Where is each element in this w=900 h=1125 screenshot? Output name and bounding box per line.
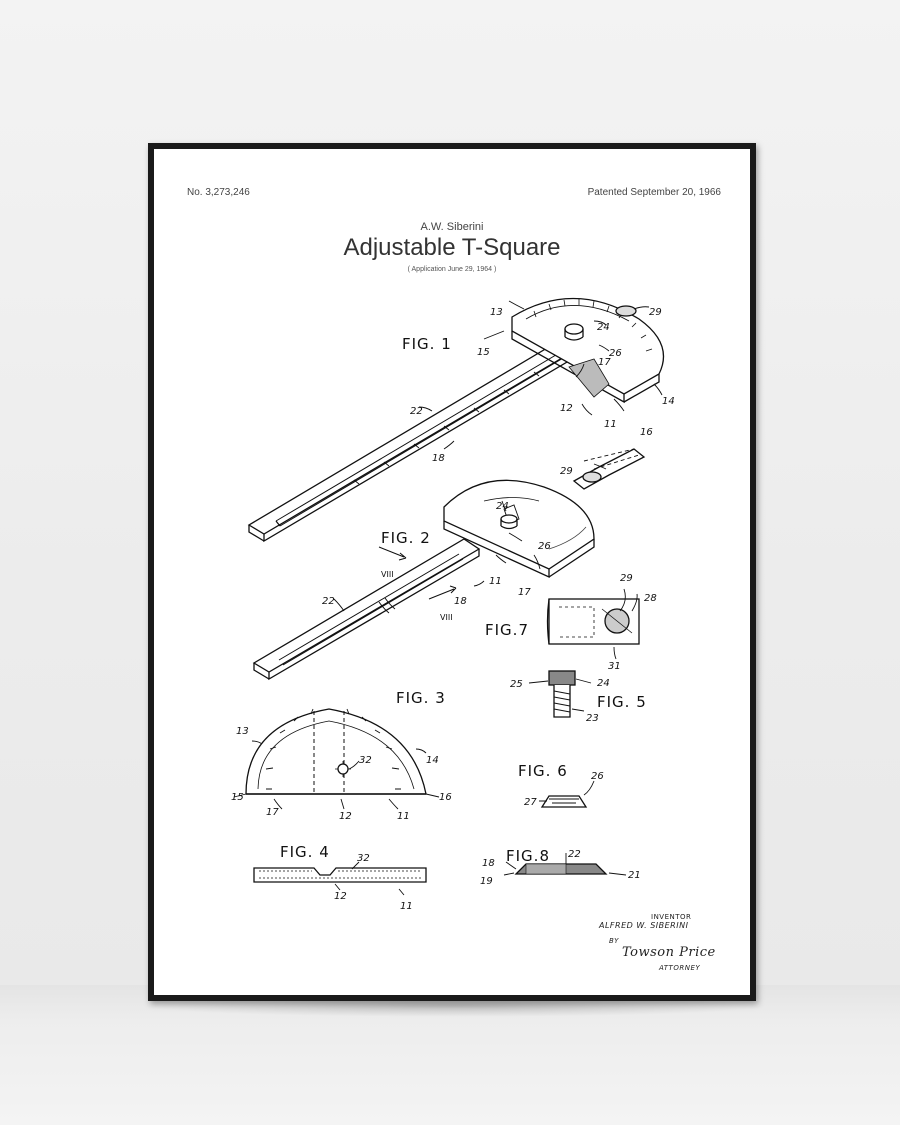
- fig4-drawing: [253, 861, 427, 896]
- ref-29-fig2: 29: [560, 466, 573, 477]
- fig6-label: FIG. 6: [518, 762, 568, 780]
- ref-11-fig2: 11: [489, 576, 502, 587]
- ref-viii-bottom: VIII: [440, 613, 453, 622]
- patent-date: Patented September 20, 1966: [587, 187, 721, 198]
- inventor-signature: ALFRED W. SIBERINI: [599, 921, 689, 930]
- ref-26-fig2: 26: [538, 541, 551, 552]
- fig8-label: FIG.8: [506, 847, 550, 865]
- ref-12-fig3: 12: [339, 811, 352, 822]
- inventor-name: A.W. Siberini: [420, 221, 484, 233]
- poster-title: Adjustable T-Square: [343, 234, 561, 261]
- fig6-drawing: [539, 780, 595, 808]
- ref-12-fig4: 12: [334, 891, 347, 902]
- inventor-caption: INVENTOR: [651, 913, 692, 921]
- ref-11-fig1: 11: [604, 419, 617, 430]
- poster-paper: No. 3,273,246 Patented September 20, 196…: [154, 149, 750, 995]
- ref-25-fig5: 25: [510, 679, 523, 690]
- ref-31-fig7: 31: [608, 661, 621, 672]
- patent-number: No. 3,273,246: [187, 187, 250, 198]
- fig8-drawing: [503, 853, 627, 876]
- ref-17-fig1: 17: [598, 357, 611, 368]
- ref-15-fig3: 15: [231, 792, 244, 803]
- ref-26-fig6: 26: [591, 771, 604, 782]
- ref-viii-top: VIII: [381, 570, 394, 579]
- ref-18-fig1: 18: [432, 453, 445, 464]
- ref-27-fig6: 27: [524, 797, 537, 808]
- ref-16-fig3: 16: [439, 792, 452, 803]
- ref-11-fig4: 11: [400, 901, 413, 912]
- ref-21-fig8: 21: [628, 870, 641, 881]
- application-date: ( Application June 29, 1964 ): [407, 266, 497, 273]
- ref-13-fig3: 13: [236, 726, 249, 737]
- fig7-label: FIG.7: [485, 621, 529, 639]
- patent-drawing: FIG. 1 FIG. 2 FIG. 3 FIG. 4 FIG. 5 FIG. …: [231, 297, 675, 912]
- ref-17-fig2: 17: [518, 587, 531, 598]
- attorney-signature: Towson Price: [622, 945, 716, 960]
- ref-28-fig7: 28: [644, 593, 657, 604]
- ref-14-fig3: 14: [426, 755, 439, 766]
- ref-24-fig5: 24: [597, 678, 610, 689]
- ref-18-fig2: 18: [454, 596, 467, 607]
- ref-29-fig1: 29: [649, 307, 662, 318]
- fig4-label: FIG. 4: [280, 843, 330, 861]
- ref-24-fig2: 24: [496, 501, 509, 512]
- fig5-label: FIG. 5: [597, 693, 647, 711]
- ref-22-fig2: 22: [322, 596, 335, 607]
- ref-13-fig1: 13: [490, 307, 503, 318]
- poster-frame: No. 3,273,246 Patented September 20, 196…: [148, 143, 756, 1001]
- fig2-drawing: [252, 448, 646, 681]
- ref-29-fig7: 29: [620, 573, 633, 584]
- fig7-drawing: [546, 588, 640, 660]
- ref-22-fig8: 22: [568, 849, 581, 860]
- ref-22-fig1: 22: [410, 406, 423, 417]
- ref-14-fig1: 14: [662, 396, 675, 407]
- ref-15-fig1: 15: [477, 347, 490, 358]
- ref-19-fig8: 19: [480, 876, 493, 887]
- by-label: BY: [609, 937, 619, 945]
- fig3-label: FIG. 3: [396, 689, 446, 707]
- ref-17-fig3: 17: [266, 807, 279, 818]
- fig3-drawing: [233, 708, 440, 810]
- ref-18-fig8: 18: [482, 858, 495, 869]
- fig5-drawing: [528, 670, 592, 718]
- fig2-label: FIG. 2: [381, 529, 431, 547]
- ref-16-fig1: 16: [640, 427, 653, 438]
- fig1-drawing: [247, 297, 665, 543]
- floor: [0, 985, 900, 1125]
- ref-11-fig3: 11: [397, 811, 410, 822]
- ref-23-fig5: 23: [586, 713, 599, 724]
- ref-26-fig1: 26: [609, 348, 622, 359]
- ref-24-fig1: 24: [597, 322, 610, 333]
- fig1-label: FIG. 1: [402, 335, 452, 353]
- ref-32-fig3: 32: [359, 755, 372, 766]
- ref-12-fig1: 12: [560, 403, 573, 414]
- ref-32-fig4: 32: [357, 853, 370, 864]
- attorney-label: ATTORNEY: [659, 964, 701, 972]
